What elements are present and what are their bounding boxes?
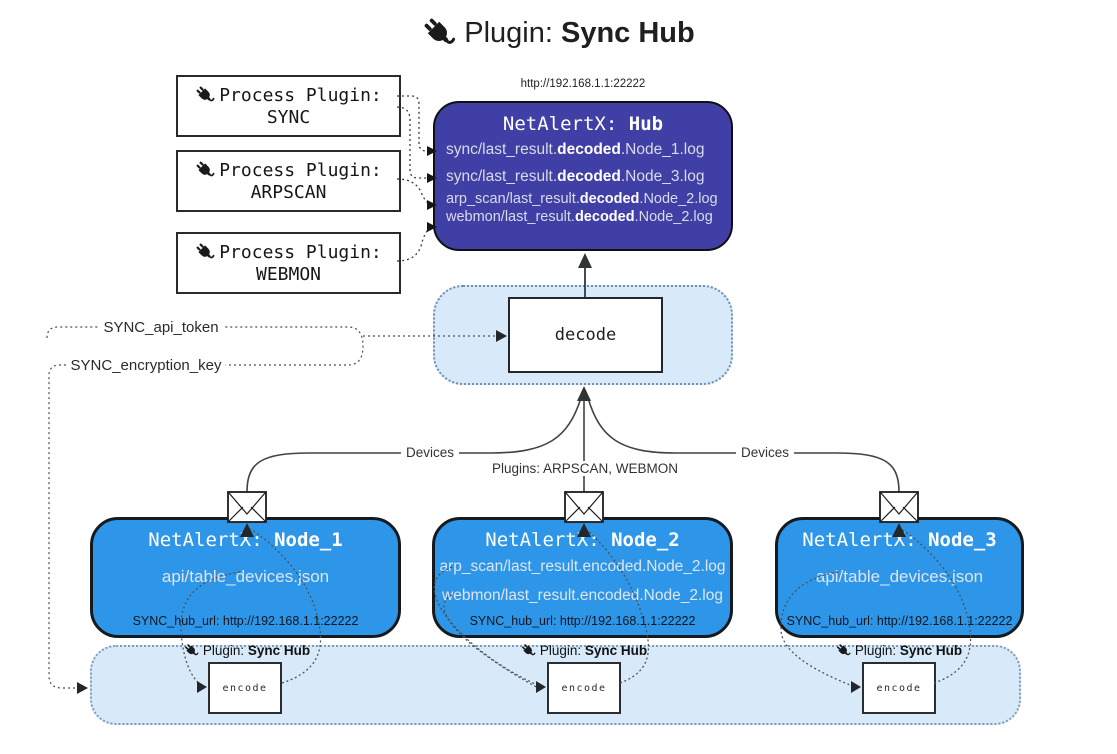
plug-icon	[195, 242, 216, 262]
node-box-node-2: NetAlertX: Node_2 arp_scan/last_result.e…	[432, 517, 733, 638]
diagram-title: Plugin: Sync Hub	[0, 16, 1117, 50]
process-plugin-name: ARPSCAN	[250, 181, 327, 203]
encode-box: encode	[547, 662, 621, 714]
plug-icon	[835, 643, 851, 658]
process-plugin-label: Process Plugin:	[219, 84, 382, 106]
hub-file-line: sync/last_result.decoded.Node_1.log	[446, 141, 705, 158]
diagram-title-text: Plugin: Sync Hub	[464, 16, 695, 49]
node-hub-url: SYNC_hub_url: http://192.168.1.1:22222	[469, 614, 696, 628]
hub-file-line: arp_scan/last_result.decoded.Node_2.log	[446, 191, 718, 207]
node-file-line: arp_scan/last_result.encoded.Node_2.log	[439, 558, 726, 575]
nodes-to-decode-arrowhead	[577, 386, 591, 401]
process-plugin-name: WEBMON	[255, 263, 322, 285]
plug-icon	[422, 16, 457, 50]
node-title: NetAlertX: Node_1	[148, 529, 343, 551]
decode-to-hub-arrowhead	[578, 253, 592, 268]
hub-file-line: webmon/last_result.decoded.Node_2.log	[446, 209, 713, 225]
process-plugin-label: Process Plugin:	[219, 241, 382, 263]
hub-box: NetAlertX: Hub sync/last_result.decoded.…	[433, 101, 733, 251]
band-plugin-label: Plugin: Sync Hub	[835, 643, 962, 658]
edge-label-devices-left: Devices	[400, 445, 460, 460]
decode-box: decode	[508, 297, 663, 373]
node-title: NetAlertX: Node_2	[485, 529, 680, 551]
band-plugin-label: Plugin: Sync Hub	[520, 643, 647, 658]
config-label-encryption-key: SYNC_encryption_key	[66, 357, 226, 374]
process-plugin-name: SYNC	[266, 106, 311, 128]
plug-icon	[183, 643, 199, 658]
node-hub-url: SYNC_hub_url: http://192.168.1.1:22222	[132, 614, 359, 628]
edge-label-devices-right: Devices	[735, 445, 795, 460]
process-plugin-label: Process Plugin:	[219, 159, 382, 181]
node-file-line: api/table_devices.json	[815, 567, 984, 586]
process-plugin-box-sync: Process Plugin: SYNC	[176, 75, 401, 137]
node-hub-url: SYNC_hub_url: http://192.168.1.1:22222	[786, 614, 1013, 628]
process-plugin-box-arpscan: Process Plugin: ARPSCAN	[176, 150, 401, 212]
connector-process-plugins-to-hub	[396, 95, 431, 262]
hub-url-label: http://192.168.1.1:22222	[520, 78, 646, 90]
node-box-node-1: NetAlertX: Node_1 api/table_devices.json…	[90, 517, 401, 638]
encode-box: encode	[208, 662, 282, 714]
plug-icon	[195, 160, 216, 180]
edge-label-plugins: Plugins: ARPSCAN, WEBMON	[486, 461, 684, 476]
node-title: NetAlertX: Node_3	[802, 529, 997, 551]
plug-icon	[195, 85, 216, 105]
key-to-band-arrowhead	[77, 682, 88, 694]
encode-box: encode	[862, 662, 936, 714]
process-plugin-box-webmon: Process Plugin: WEBMON	[176, 232, 401, 294]
node-box-node-3: NetAlertX: Node_3 api/table_devices.json…	[775, 517, 1024, 638]
config-label-api-token: SYNC_api_token	[99, 319, 223, 336]
hub-file-line: sync/last_result.decoded.Node_3.log	[446, 168, 705, 185]
node-file-line: webmon/last_result.encoded.Node_2.log	[442, 587, 723, 604]
hub-title: NetAlertX: Hub	[502, 113, 664, 135]
plug-icon	[520, 643, 536, 658]
node-file-line: api/table_devices.json	[161, 567, 330, 586]
connector-nodes-to-decode	[246, 394, 900, 493]
band-plugin-label: Plugin: Sync Hub	[183, 643, 310, 658]
